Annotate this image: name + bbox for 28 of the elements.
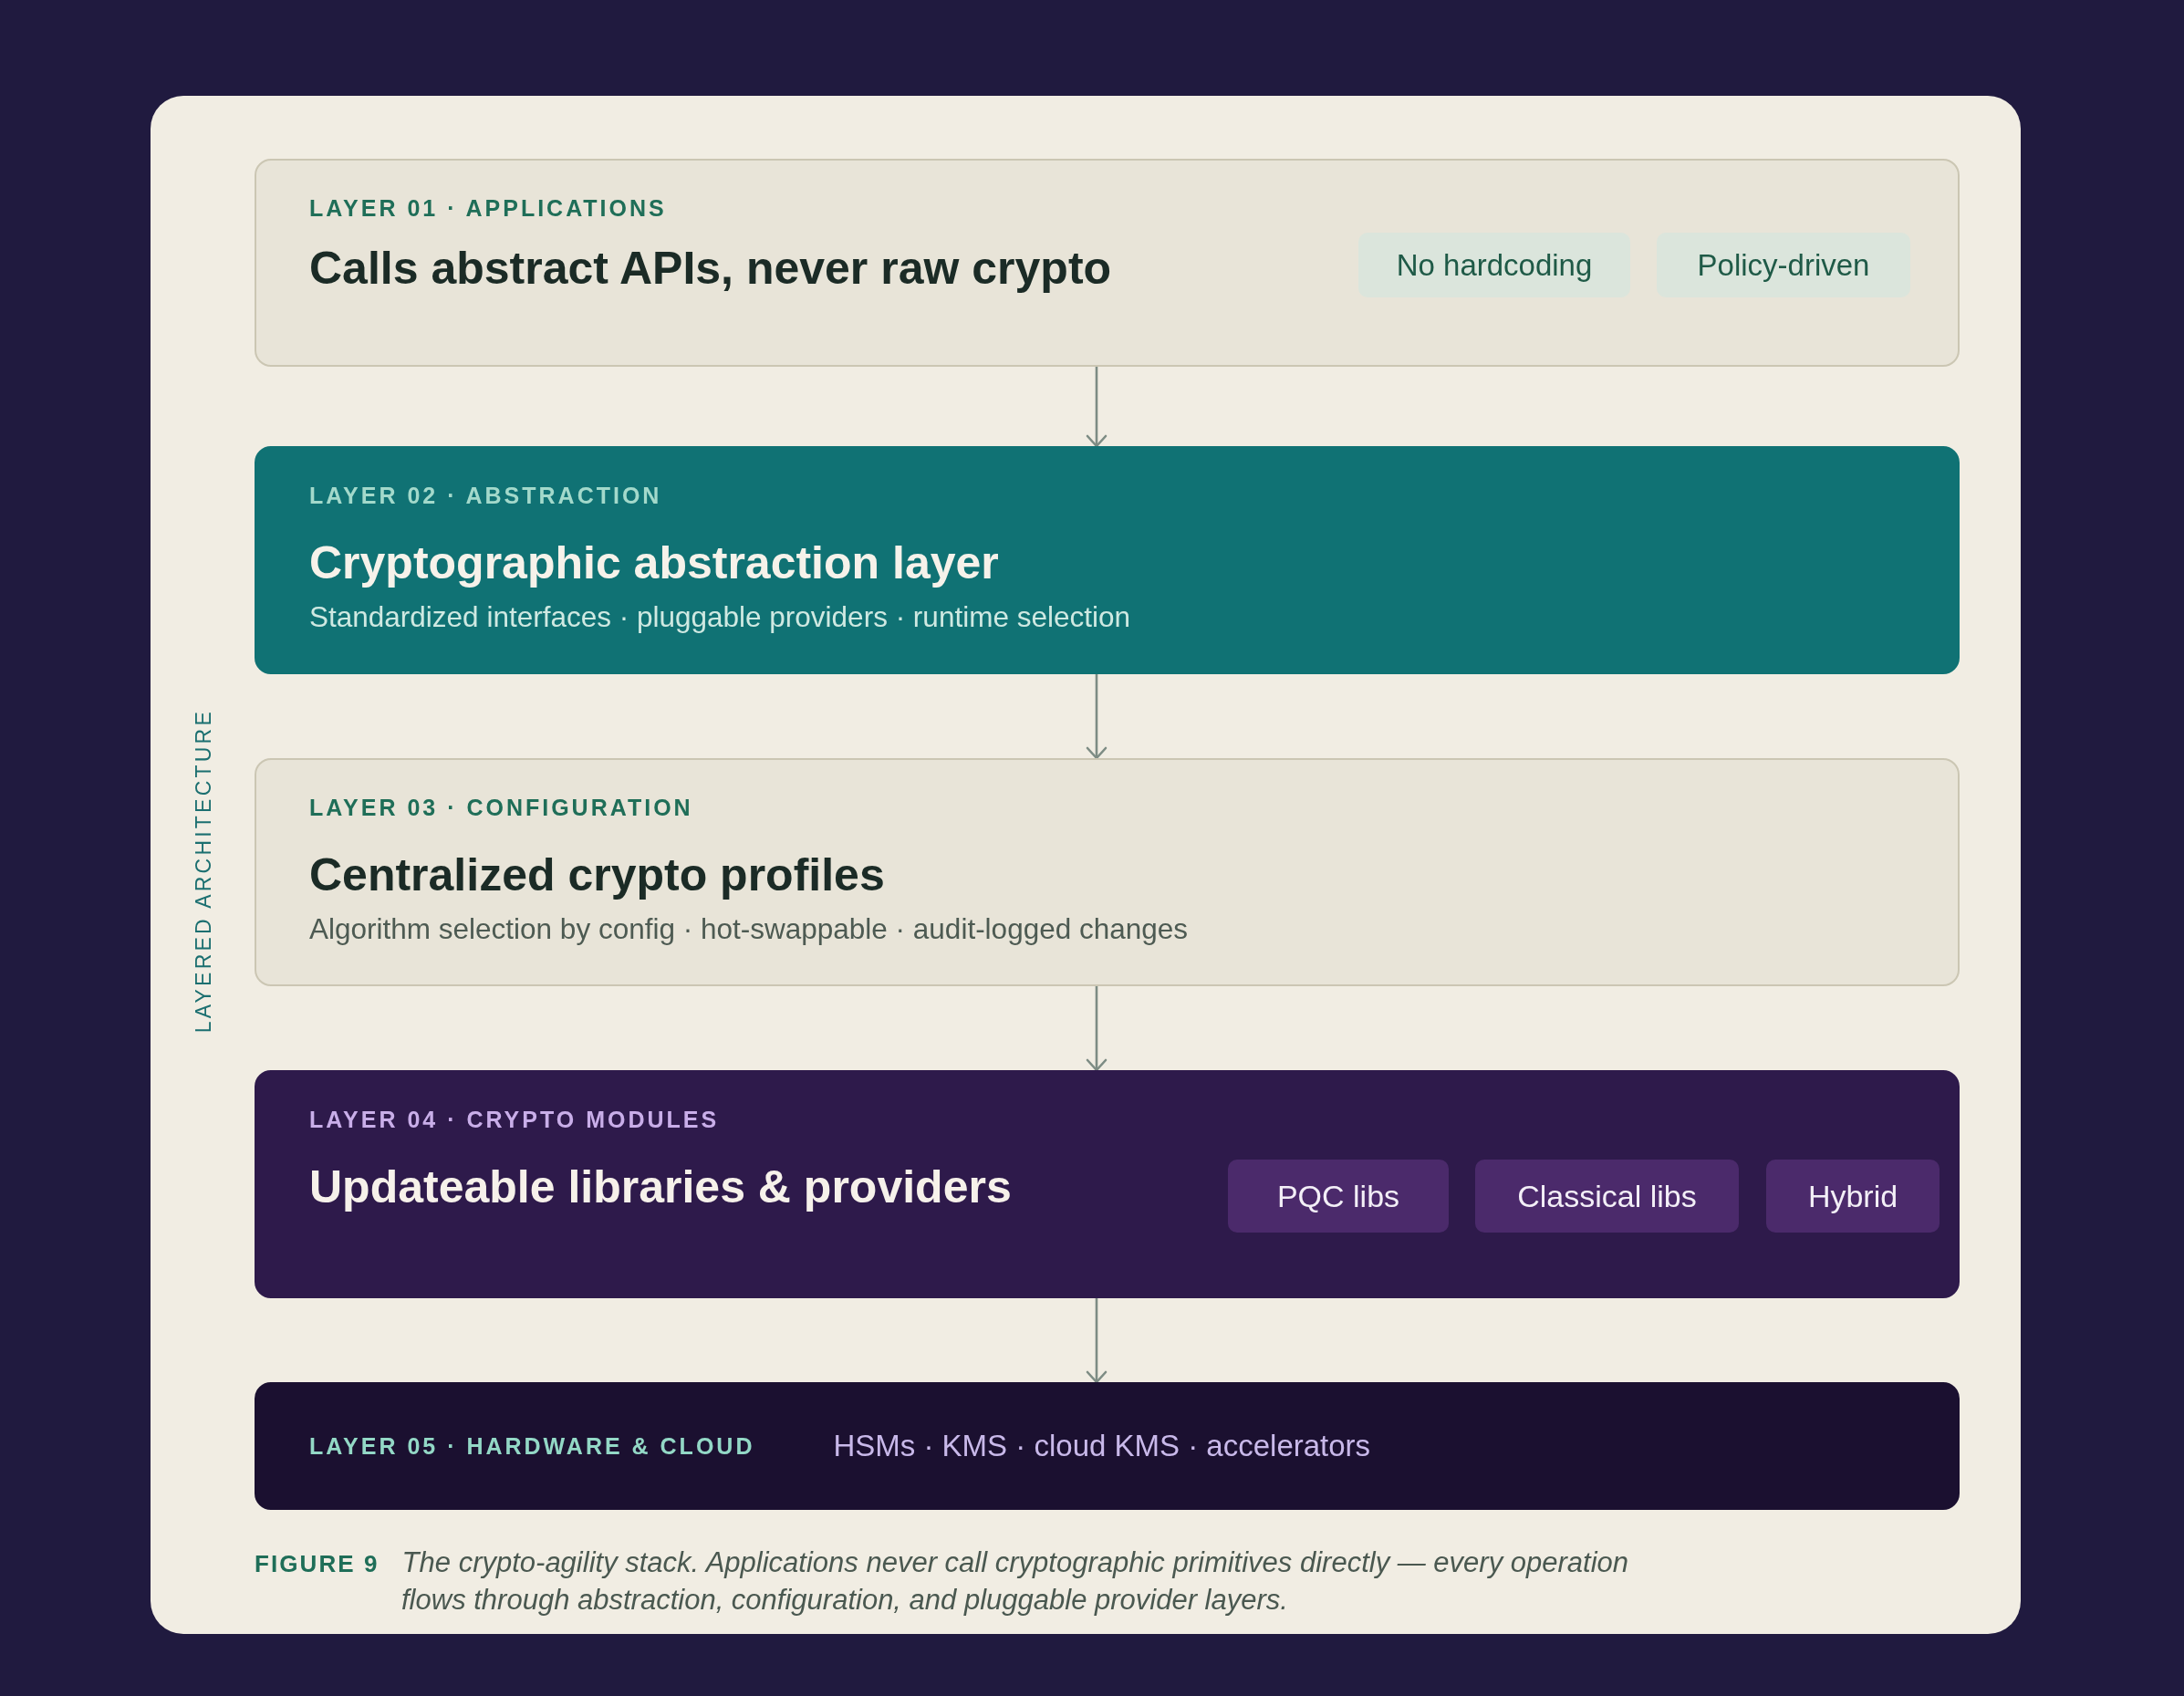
layer-description: Standardized interfaces · pluggable providers · runtime selection: [309, 600, 1130, 635]
layer-panel: [255, 446, 1960, 674]
arrow: [1086, 984, 1108, 1072]
layer-panel: [255, 1382, 1960, 1510]
arrow: [1086, 365, 1108, 448]
layer-label: LAYER 03 · CONFIGURATION: [309, 794, 693, 821]
figure-caption: FIGURE 9 The crypto-agility stack. Applications never call cryptographic primitives directly — every operation flows through abstraction, configuration, and pluggable provider layers.: [255, 1545, 1630, 1618]
feature-tag: Classical libs: [1475, 1160, 1739, 1233]
feature-tag: PQC libs: [1228, 1160, 1449, 1233]
layer-title: Updateable libraries & providers: [309, 1160, 1012, 1214]
layer-title: Centralized crypto profiles: [309, 848, 885, 902]
layer-label: LAYER 05 · HARDWARE & CLOUD: [309, 1432, 755, 1460]
layer-description: Algorithm selection by config · hot-swappable · audit-logged changes: [309, 912, 1189, 947]
layer-title: Cryptographic abstraction layer: [309, 536, 999, 590]
arrow: [1086, 672, 1108, 760]
feature-tag: No hardcoding: [1358, 233, 1630, 297]
layer-label: LAYER 01 · APPLICATIONS: [309, 194, 667, 222]
arrow: [1086, 1296, 1108, 1384]
layer-panel: [255, 159, 1960, 367]
layer-label: LAYER 04 · CRYPTO MODULES: [309, 1106, 720, 1133]
layer-panel: [255, 758, 1960, 986]
layer-title: Calls abstract APIs, never raw crypto: [309, 242, 1112, 296]
feature-tag: Hybrid: [1766, 1160, 1940, 1233]
feature-tag: Policy-driven: [1657, 233, 1910, 297]
layer-details: HSMs · KMS · cloud KMS · accelerators: [833, 1428, 1371, 1464]
layer-panel: [255, 1070, 1960, 1298]
layer-label: LAYER 02 · ABSTRACTION: [309, 482, 662, 509]
side-label: LAYERED ARCHITECTURE: [192, 709, 216, 1034]
